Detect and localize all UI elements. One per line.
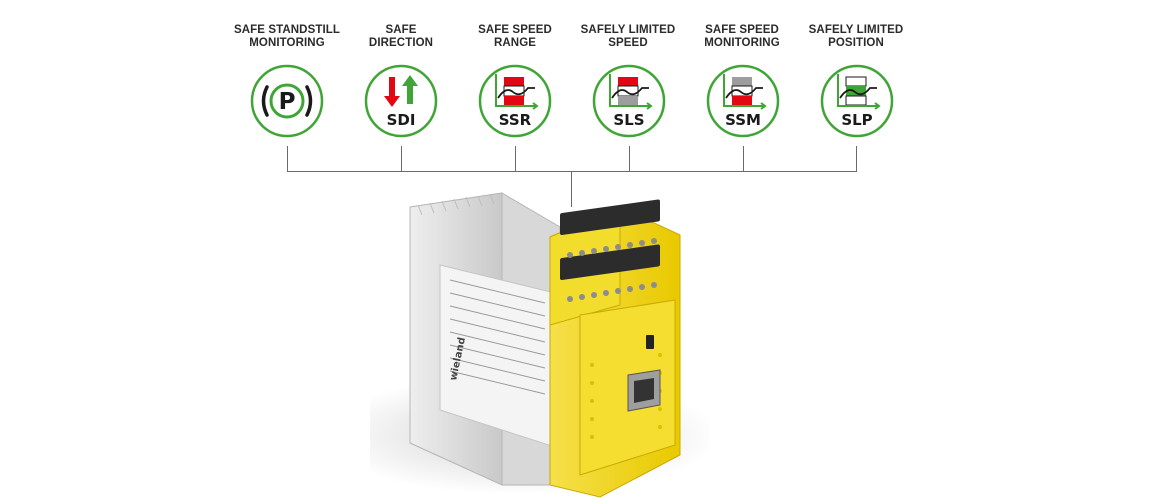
label-safe-speed-monitoring: SAFE SPEED MONITORING: [704, 24, 780, 49]
label-safely-limited-position: SAFELY LIMITED POSITION: [808, 24, 904, 49]
parking-p-icon: P: [250, 64, 324, 138]
connector-lines: [287, 146, 857, 207]
label-safe-direction: SAFE DIRECTION: [368, 24, 434, 49]
limited-speed-icon: SLS: [592, 64, 666, 138]
speed-monitoring-icon: SSM: [706, 64, 780, 138]
sls-abbr: SLS: [613, 111, 645, 129]
sdi-abbr: SDI: [386, 111, 416, 129]
ssr-abbr: SSR: [498, 111, 532, 129]
limited-position-icon: SLP: [820, 64, 894, 138]
parking-symbol: P: [279, 89, 296, 115]
label-safely-limited-speed: SAFELY LIMITED SPEED: [580, 24, 676, 49]
ssm-abbr: SSM: [725, 111, 761, 129]
label-safe-speed-range: SAFE SPEED RANGE: [478, 24, 552, 49]
slp-abbr: SLP: [841, 111, 873, 129]
label-safe-standstill-monitoring: SAFE STANDSTILL MONITORING: [233, 24, 341, 49]
safety-controller-device: wieland: [370, 192, 710, 498]
direction-arrows-icon: SDI: [364, 64, 438, 138]
speed-range-icon: SSR: [478, 64, 552, 138]
